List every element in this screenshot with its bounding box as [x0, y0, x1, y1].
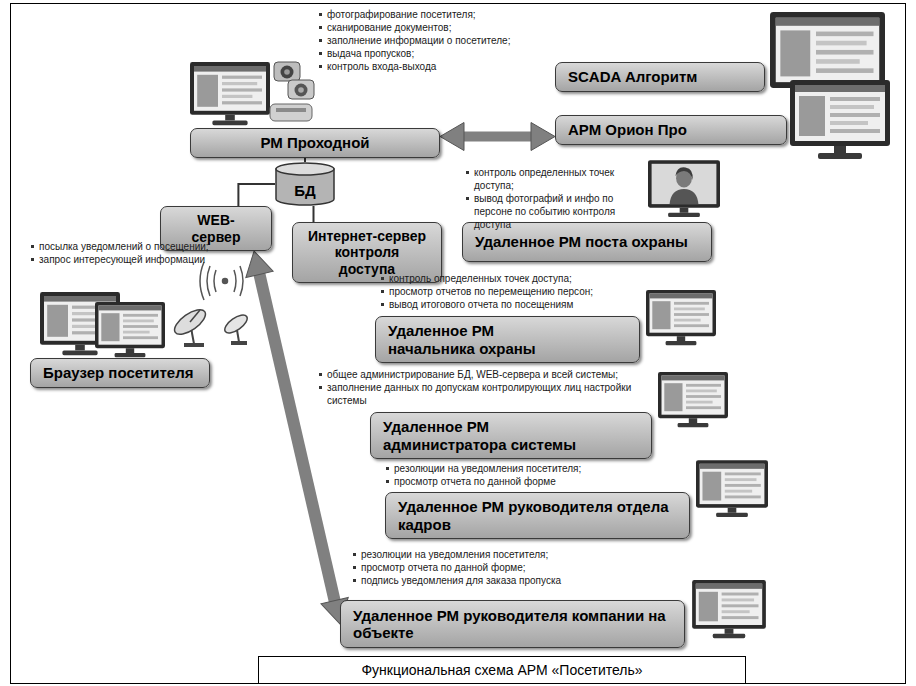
bullet-item: вывод итогового отчета по посещениям [380, 298, 640, 311]
bullet-list: посылка уведомлений о посещении;запрос и… [30, 240, 220, 266]
monitor-icon [190, 62, 270, 125]
bullet-item: резолюции на уведомления посетителя; [352, 548, 682, 561]
cylinder-top [276, 163, 334, 175]
bullet-item: контроль определенных точек доступа; [465, 166, 643, 192]
monitor-icon [646, 290, 716, 345]
bullet-item: контроль определенных точек доступа; [380, 272, 640, 285]
node-text: РМ Проходной [260, 134, 369, 151]
bullet-list: фотографирование посетителя;сканирование… [318, 8, 548, 73]
monitor-icon [658, 372, 728, 427]
satellite-dish [222, 312, 250, 345]
workstation-box: Удаленное РМ руководителя компании на об… [340, 600, 685, 648]
db-link [304, 158, 306, 162]
node-text: Браузер посетителя [43, 364, 193, 381]
node-text: Удаленное РМ начальника охраны [388, 322, 560, 357]
satellite-dish [171, 305, 210, 347]
monitor-icon [790, 80, 890, 159]
network-arrow [259, 272, 335, 602]
database-cylinder: БД [275, 162, 335, 206]
bullet-item: запрос интересующей информации [30, 253, 220, 266]
camera-icon [288, 80, 314, 99]
camera-icon [274, 62, 300, 81]
caption-box: Функциональная схема АРМ «Посетитель» [258, 656, 746, 684]
scanner-icon [270, 104, 312, 121]
workstation-box: Удаленное РМ руководителя отдела кадров [385, 492, 690, 539]
bullet-item: просмотр отчетов по перемещению персон; [380, 285, 640, 298]
caption: Функциональная схема АРМ «Посетитель» [361, 662, 642, 678]
node-text: WEB-сервер [173, 212, 259, 244]
radio-waves [200, 262, 243, 300]
node-text: SCADA Алгоритм [568, 68, 697, 85]
bullet-item: просмотр отчета по данной форме [385, 475, 685, 488]
node-text: Удаленное РМ руководителя отдела кадров [398, 498, 677, 533]
bullet-list: резолюции на уведомления посетителя;прос… [352, 548, 682, 587]
workstation-box: Удаленное РМ начальника охраны [375, 316, 640, 363]
bullet-list: резолюции на уведомления посетителя;прос… [385, 462, 685, 488]
workstation-box: Удаленное РМ администратора системы [370, 412, 652, 459]
bullet-list: общее администрирование БД, WEB-сервера … [318, 368, 653, 407]
bullet-item: резолюции на уведомления посетителя; [385, 462, 685, 475]
system-box: SCADA Алгоритм [555, 62, 765, 92]
browser-box: Браузер посетителя [30, 358, 210, 388]
bullet-item: фотографирование посетителя; [318, 8, 548, 21]
node-text: АРМ Орион Про [568, 121, 687, 138]
node-text: Удаленное РМ руководителя компании на об… [353, 607, 672, 642]
monitor-icon [692, 580, 766, 638]
bullet-list: контроль определенных точек доступа;прос… [380, 272, 640, 311]
node-text: БД [294, 182, 315, 199]
node-text: Удаленное РМ поста охраны [475, 233, 688, 250]
double-arrow [462, 132, 533, 142]
photo-monitor-icon [648, 160, 720, 217]
db-link [238, 184, 275, 206]
node-text: Интернет-сервер контроля доступа [305, 228, 429, 276]
bullet-item: выдача пропусков; [318, 47, 548, 60]
bullet-item: контроль входа-выхода [318, 60, 548, 73]
bullet-item: вывод фотографий и инфо по персоне по со… [465, 192, 643, 231]
monitor-icon [696, 460, 768, 517]
system-box: АРМ Орион Про [555, 115, 787, 145]
bullet-item: заполнение информации о посетителе; [318, 34, 548, 47]
bullet-list: контроль определенных точек доступа;выво… [465, 166, 643, 231]
bullet-item: посылка уведомлений о посещении; [30, 240, 220, 253]
monitor-icon [95, 302, 165, 357]
outer-frame [11, 4, 906, 684]
workstation-box: РМ Проходной [190, 128, 440, 158]
bullet-item: общее администрирование БД, WEB-сервера … [318, 368, 653, 381]
bullet-item: подпись уведомления для заказа пропуска [352, 574, 682, 587]
bullet-item: сканирование документов; [318, 21, 548, 34]
bullet-item: заполнение данных по допускам контролиру… [318, 381, 653, 407]
bullet-item: просмотр отчета по данной форме; [352, 561, 682, 574]
db-link [313, 206, 315, 222]
node-text: Удаленное РМ администратора системы [383, 418, 593, 453]
